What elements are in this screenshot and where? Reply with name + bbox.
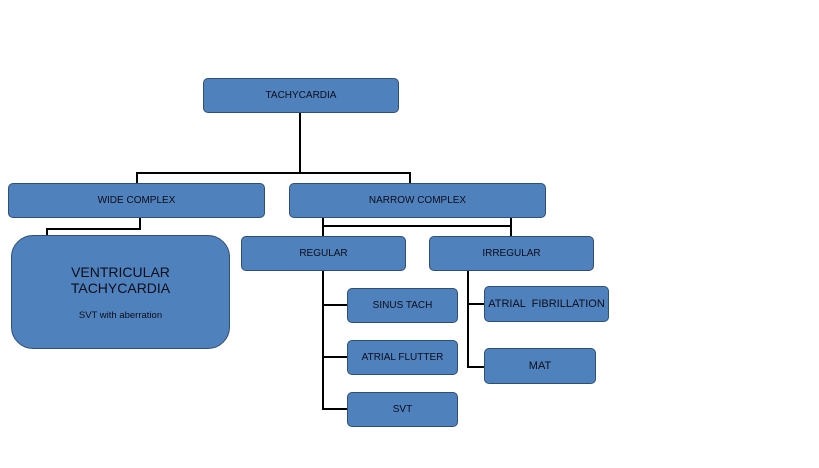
connector-regular-vertical bbox=[322, 270, 324, 410]
connector-to-atrial-flutter bbox=[322, 356, 348, 358]
node-ventricular-tachycardia: VENTRICULAR TACHYCARDIA SVT with aberrat… bbox=[11, 235, 230, 349]
node-regular: REGULAR bbox=[241, 236, 406, 271]
node-mat-label: MAT bbox=[528, 360, 552, 372]
connector-to-mat bbox=[467, 366, 485, 368]
node-narrow-complex: NARROW COMPLEX bbox=[289, 183, 546, 218]
connector-wide-horizontal bbox=[46, 228, 141, 230]
connector-to-svt bbox=[322, 408, 348, 410]
connector-level1-horizontal bbox=[136, 172, 411, 174]
node-wide-complex: WIDE COMPLEX bbox=[8, 183, 265, 218]
connector-to-atrial-fibrillation bbox=[467, 303, 485, 305]
node-wide-complex-label: WIDE COMPLEX bbox=[97, 195, 176, 206]
node-atrial-flutter: ATRIAL FLUTTER bbox=[347, 340, 458, 375]
node-irregular-label: IRREGULAR bbox=[482, 248, 541, 259]
node-tachycardia-label: TACHYCARDIA bbox=[265, 90, 337, 101]
connector-narrow-right bbox=[510, 217, 512, 236]
connector-irregular-vertical bbox=[467, 270, 469, 368]
node-svt: SVT bbox=[347, 392, 458, 427]
node-narrow-complex-label: NARROW COMPLEX bbox=[368, 195, 467, 206]
node-svt-label: SVT bbox=[392, 404, 413, 415]
connector-narrow-left bbox=[322, 217, 324, 236]
node-sinus-tach: SINUS TACH bbox=[347, 288, 458, 323]
node-mat: MAT bbox=[484, 348, 596, 384]
node-regular-label: REGULAR bbox=[299, 248, 348, 259]
connector-to-narrow bbox=[409, 172, 411, 183]
node-irregular: IRREGULAR bbox=[429, 236, 594, 271]
node-vt-title-line2: TACHYCARDIA bbox=[70, 279, 171, 296]
node-tachycardia: TACHYCARDIA bbox=[203, 78, 399, 113]
connector-to-wide bbox=[136, 172, 138, 183]
connector-wide-down bbox=[139, 217, 141, 230]
node-atrial-fibrillation-label: ATRIAL FIBRILLATION bbox=[488, 298, 605, 310]
connector-narrow-horizontal bbox=[322, 225, 512, 227]
node-vt-title-line1: VENTRICULAR bbox=[71, 263, 170, 280]
node-atrial-fibrillation: ATRIAL FIBRILLATION bbox=[484, 286, 609, 322]
connector-to-vt bbox=[46, 228, 48, 236]
node-vt-subtitle: SVT with aberration bbox=[78, 309, 163, 321]
connector-to-sinus-tach bbox=[322, 304, 348, 306]
node-sinus-tach-label: SINUS TACH bbox=[372, 300, 433, 311]
connector-root-down bbox=[299, 112, 301, 173]
node-atrial-flutter-label: ATRIAL FLUTTER bbox=[361, 352, 444, 363]
